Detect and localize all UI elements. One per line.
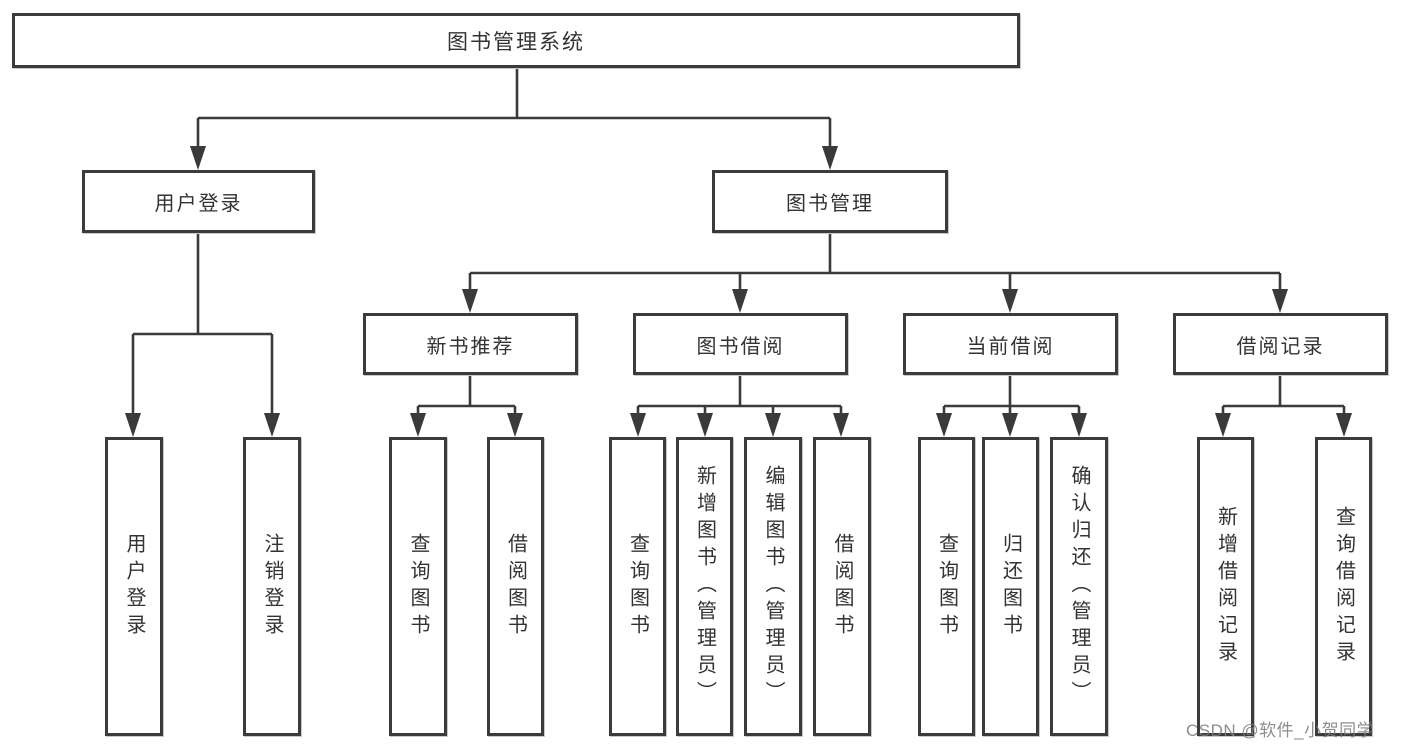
- node-query-books-borrowing: 查询图书: [609, 437, 666, 736]
- node-user-login: 用户登录: [82, 170, 315, 233]
- node-add-borrow-record-label: 新增借阅记录: [1214, 505, 1237, 668]
- csdn-watermark: CSDN @软件_小贺同学: [1186, 721, 1375, 740]
- node-borrow-books-recommend: 借阅图书: [487, 437, 544, 736]
- node-book-borrowing: 图书借阅: [633, 313, 848, 375]
- node-user-login-label: 用户登录: [154, 193, 243, 215]
- node-confirm-return-admin-label: 确认归还（管理员）: [1068, 465, 1090, 708]
- node-borrowing-records-label: 借阅记录: [1236, 335, 1325, 358]
- node-query-books-recommend: 查询图书: [389, 437, 447, 736]
- node-new-book-recommend-label: 新书推荐: [426, 335, 515, 358]
- node-logout: 注销登录: [243, 437, 301, 736]
- node-user-login-leaf-label: 用户登录: [123, 532, 145, 641]
- node-library-system: 图书管理系统: [12, 13, 1020, 68]
- node-logout-label: 注销登录: [261, 532, 283, 641]
- node-book-borrowing-label: 图书借阅: [696, 335, 785, 358]
- node-return-books-label: 归还图书: [999, 532, 1022, 641]
- node-borrow-books-leaf: 借阅图书: [813, 437, 871, 736]
- node-current-borrowing-label: 当前借阅: [966, 335, 1055, 358]
- node-add-books-admin-label: 新增图书（管理员）: [693, 465, 716, 708]
- node-add-books-admin: 新增图书（管理员）: [676, 437, 733, 736]
- node-borrow-books-leaf-label: 借阅图书: [831, 532, 853, 641]
- node-borrow-books-recommend-label: 借阅图书: [504, 532, 527, 641]
- node-confirm-return-admin: 确认归还（管理员）: [1050, 437, 1108, 736]
- node-query-borrow-record: 查询借阅记录: [1315, 437, 1372, 736]
- node-query-books-current: 查询图书: [918, 437, 975, 736]
- node-edit-books-admin: 编辑图书（管理员）: [744, 437, 802, 736]
- node-query-books-recommend-label: 查询图书: [407, 532, 429, 641]
- node-query-books-borrowing-label: 查询图书: [626, 532, 649, 641]
- node-edit-books-admin-label: 编辑图书（管理员）: [762, 465, 784, 708]
- node-book-management: 图书管理: [712, 170, 948, 233]
- node-return-books: 归还图书: [982, 437, 1039, 736]
- node-query-books-current-label: 查询图书: [935, 532, 958, 641]
- node-library-system-label: 图书管理系统: [447, 30, 585, 54]
- node-add-borrow-record: 新增借阅记录: [1197, 437, 1254, 736]
- node-borrowing-records: 借阅记录: [1173, 313, 1388, 375]
- node-query-borrow-record-label: 查询借阅记录: [1332, 505, 1355, 668]
- node-book-management-label: 图书管理: [786, 193, 874, 215]
- node-user-login-leaf: 用户登录: [105, 437, 163, 736]
- node-new-book-recommend: 新书推荐: [363, 313, 578, 375]
- node-current-borrowing: 当前借阅: [903, 313, 1118, 375]
